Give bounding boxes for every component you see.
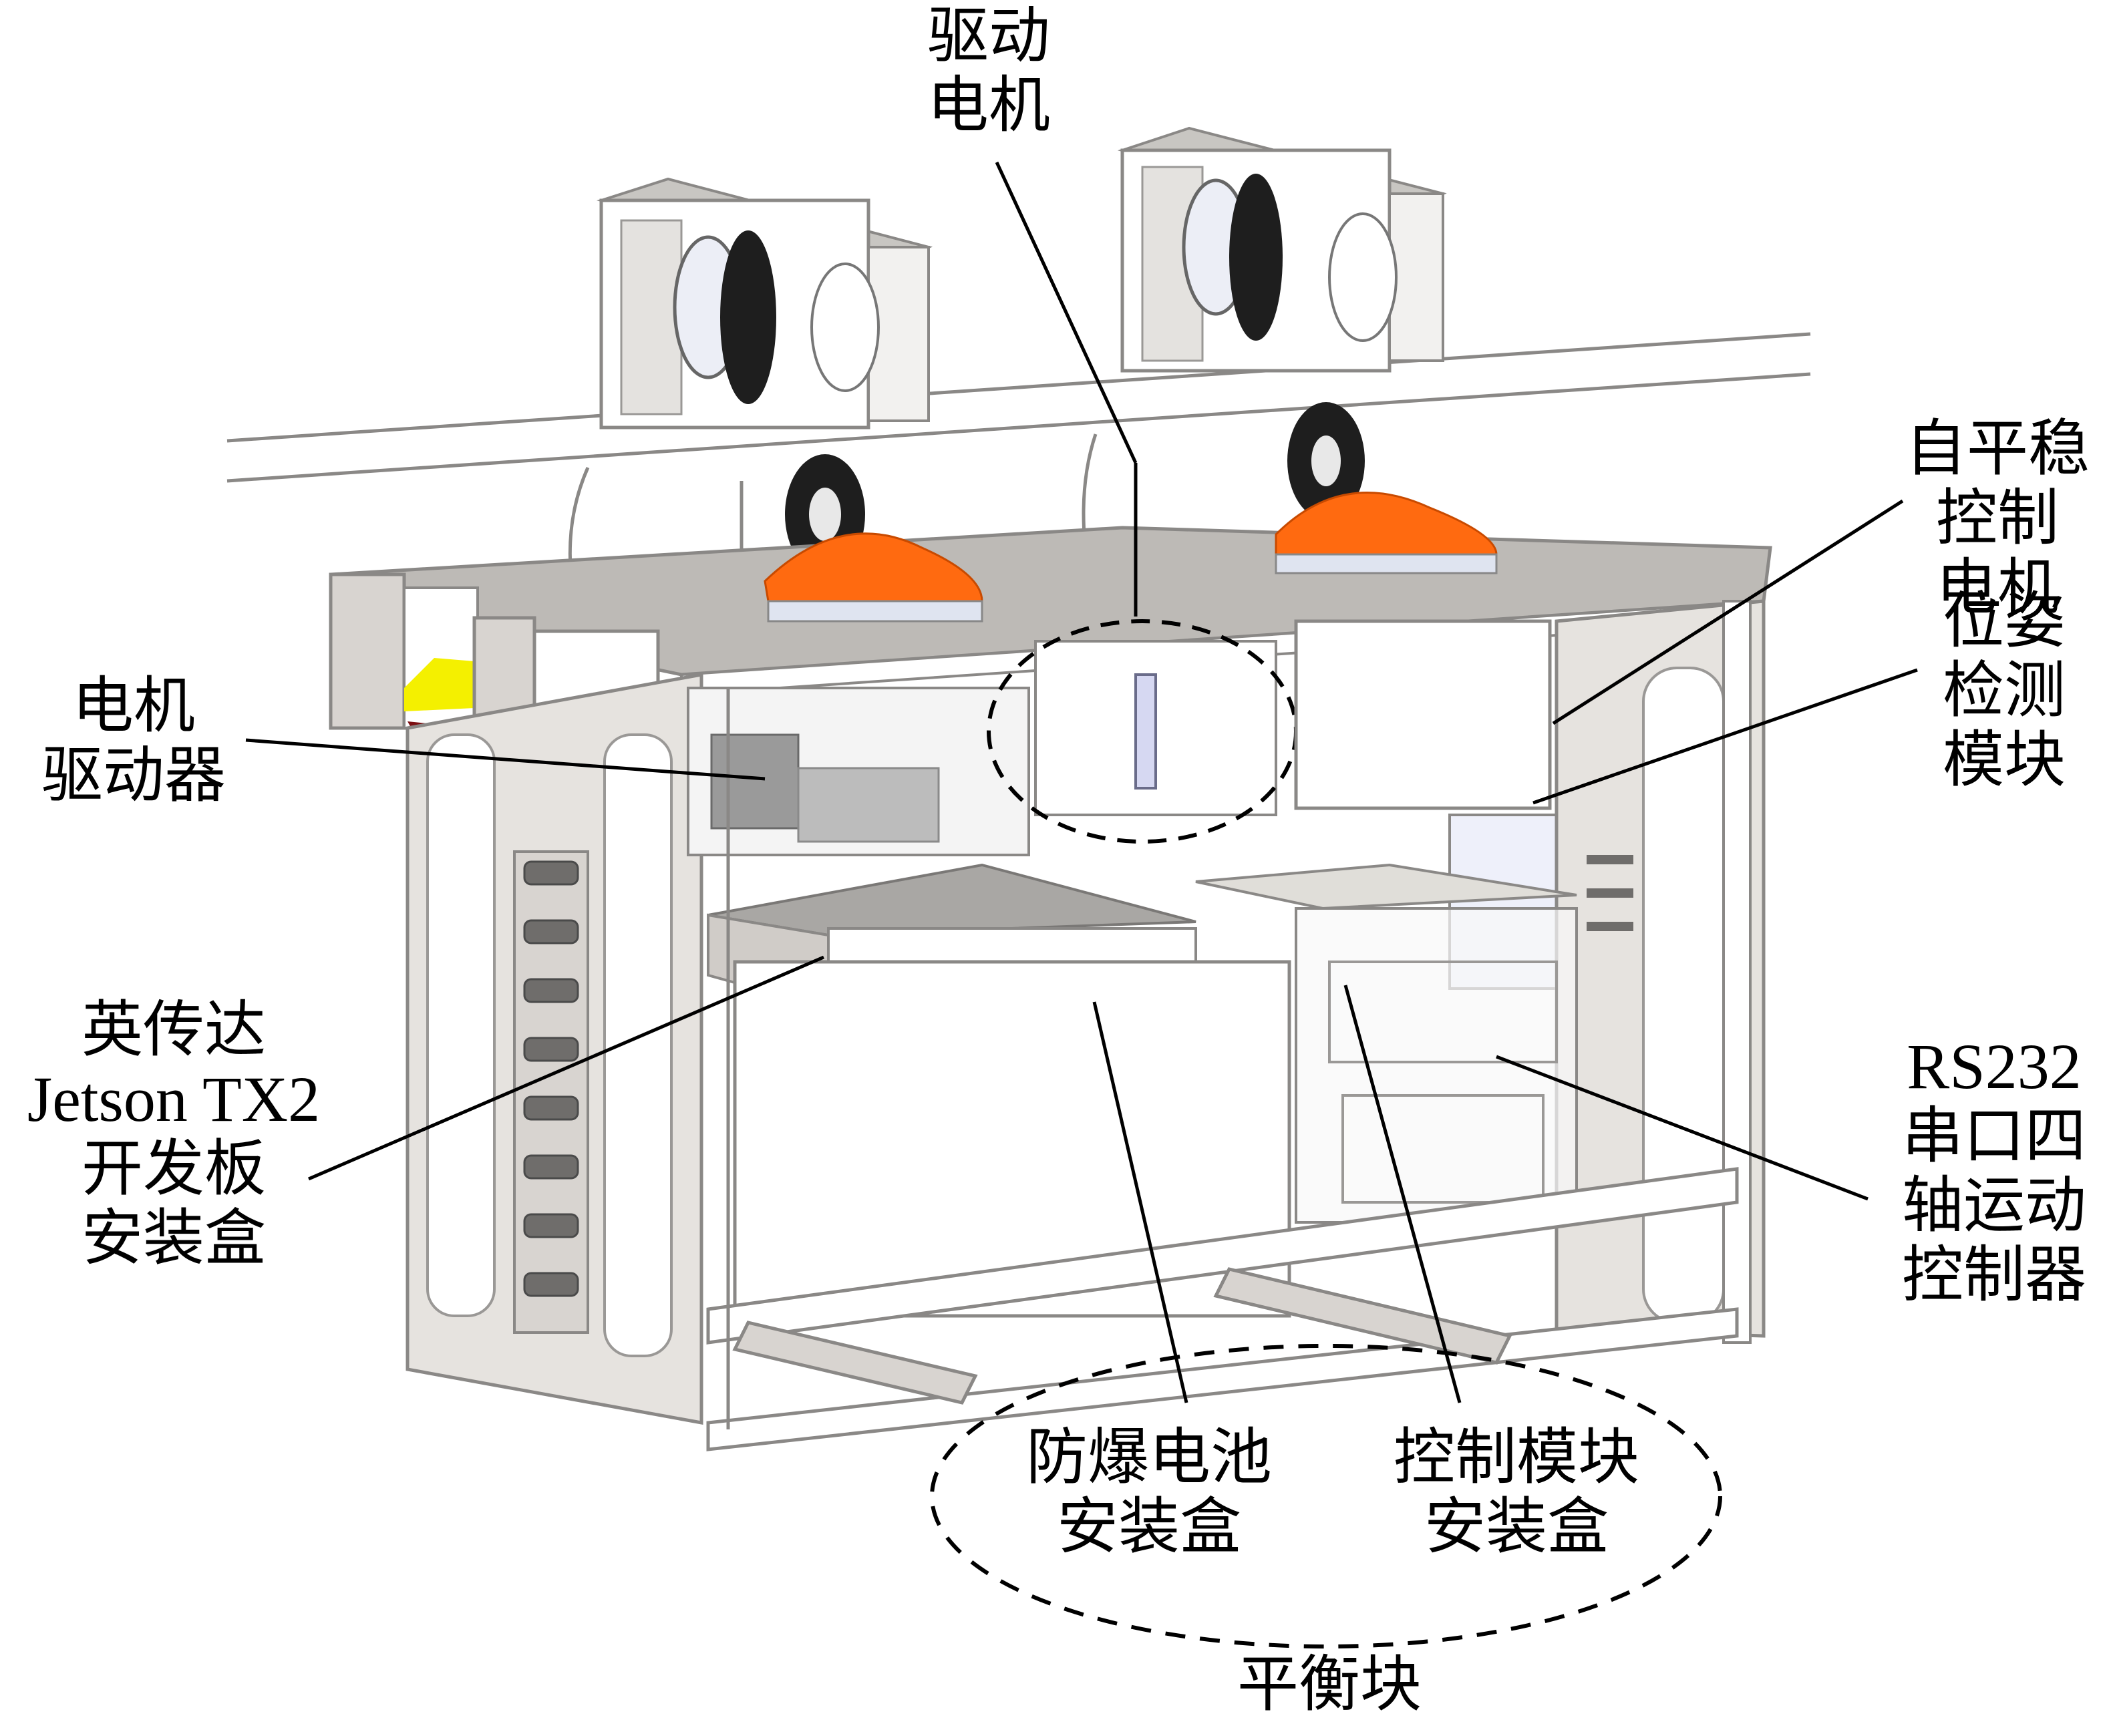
vent-slot bbox=[523, 1154, 579, 1180]
leader-drive-motor bbox=[995, 161, 1138, 464]
label-counterweight: 平衡块 bbox=[1237, 1648, 1422, 1720]
vent-slot bbox=[1587, 922, 1633, 931]
vent-slot bbox=[523, 1095, 579, 1121]
control-module-box bbox=[1195, 863, 1578, 1224]
vent-slot bbox=[523, 919, 579, 944]
vent-slot bbox=[1587, 855, 1633, 864]
right-frame-panel bbox=[1555, 599, 1766, 1344]
drive-motor-area bbox=[987, 619, 1298, 844]
leader-pose-detection bbox=[1532, 668, 1918, 805]
vent-slot bbox=[523, 1037, 579, 1062]
motor-driver-box bbox=[710, 733, 800, 830]
leader-self-stabilizing-motor bbox=[1552, 499, 1904, 725]
label-battery-box: 防爆电池 安装盒 bbox=[1025, 1421, 1272, 1562]
motor-driver-compartment bbox=[687, 687, 1030, 856]
yellow-indicator-icon bbox=[404, 658, 474, 711]
label-control-box: 控制模块 安装盒 bbox=[1393, 1421, 1639, 1562]
leader-battery-box bbox=[1092, 1001, 1188, 1403]
vent-slot bbox=[523, 1272, 579, 1297]
leader-rs232 bbox=[1496, 1055, 1869, 1201]
vent-slot bbox=[1587, 888, 1633, 898]
vent-slot bbox=[523, 978, 579, 1003]
drive-wheel-tire-icon bbox=[720, 230, 776, 404]
leader-lines bbox=[245, 161, 1918, 1403]
vent-slot bbox=[523, 1213, 579, 1238]
vent-slots-right bbox=[1587, 855, 1633, 931]
leader-control-box bbox=[1343, 985, 1462, 1403]
label-motor-driver: 电机 驱动器 bbox=[41, 670, 226, 811]
vent-slot bbox=[523, 860, 579, 886]
rail-track bbox=[226, 332, 1811, 483]
orange-wheel-covers bbox=[764, 492, 1498, 623]
label-rs232-controller: RS232 串口四 轴运动 控制器 bbox=[1901, 1031, 2086, 1311]
bottom-frame-rails bbox=[706, 688, 1739, 1451]
label-pose-detection: 位姿 检测 模块 bbox=[1942, 585, 2066, 796]
leader-jetson bbox=[308, 955, 824, 1181]
left-drive-wheel-unit bbox=[596, 177, 933, 429]
vent-slots bbox=[523, 860, 579, 1297]
label-jetson-box: 英传达 Jetson TX2 开发板 安装盒 bbox=[27, 994, 321, 1274]
label-self-stabilizing-motor: 自平稳 控制 电机 bbox=[1905, 413, 2090, 623]
counterweight-dashed-ellipse bbox=[930, 1344, 1722, 1648]
leader-motor-driver bbox=[245, 738, 766, 781]
right-drive-wheel-unit bbox=[1117, 126, 1447, 373]
label-drive-motor: 驱动 电机 bbox=[927, 0, 1050, 141]
